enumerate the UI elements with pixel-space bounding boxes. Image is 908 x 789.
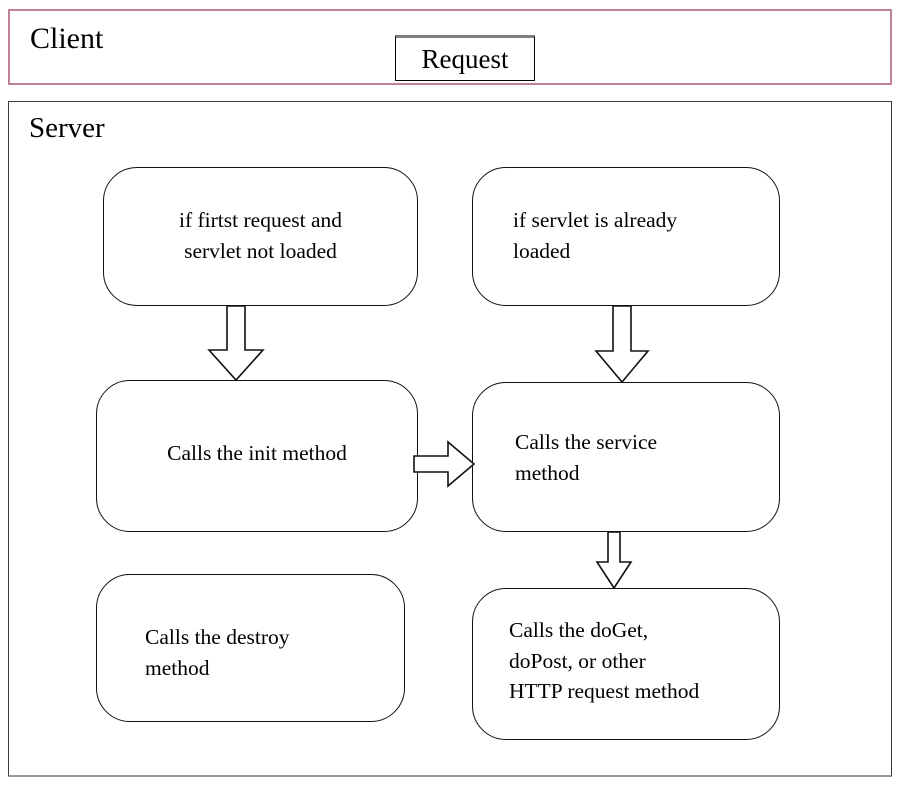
node-calls-the-service-method: Calls the service method [472,382,780,532]
client-title: Client [30,22,104,55]
node-if-servlet-is-already-loaded: if servlet is already loaded [472,167,780,306]
node-label: Calls the doGet, doPost, or other HTTP r… [509,618,700,704]
node-label: Calls the service method [515,430,658,485]
node-label: Calls the destroy method [145,625,290,680]
node-calls-the-destroy-method: Calls the destroy method [96,574,405,722]
arrow-down-first-request-to-init-icon [206,305,266,382]
server-title: Server [29,112,105,144]
request-box: Request [395,35,535,81]
node-calls-the-doget-dopost-or-other-http-request-method: Calls the doGet, doPost, or other HTTP r… [472,588,780,740]
node-calls-the-init-method: Calls the init method [96,380,418,532]
request-label: Request [421,44,509,74]
arrow-down-already-loaded-to-service-icon [592,305,652,384]
arrow-right-init-to-service-icon [413,440,476,488]
node-if-first-request-and-servlet-not-loaded: if firtst request and servlet not loaded [103,167,418,306]
arrow-down-service-to-doget-icon [595,531,633,590]
node-label: Calls the init method [167,441,347,465]
client-panel: Client Request [8,9,892,85]
node-label: if firtst request and servlet not loaded [179,208,342,263]
node-label: if servlet is already loaded [513,208,678,263]
